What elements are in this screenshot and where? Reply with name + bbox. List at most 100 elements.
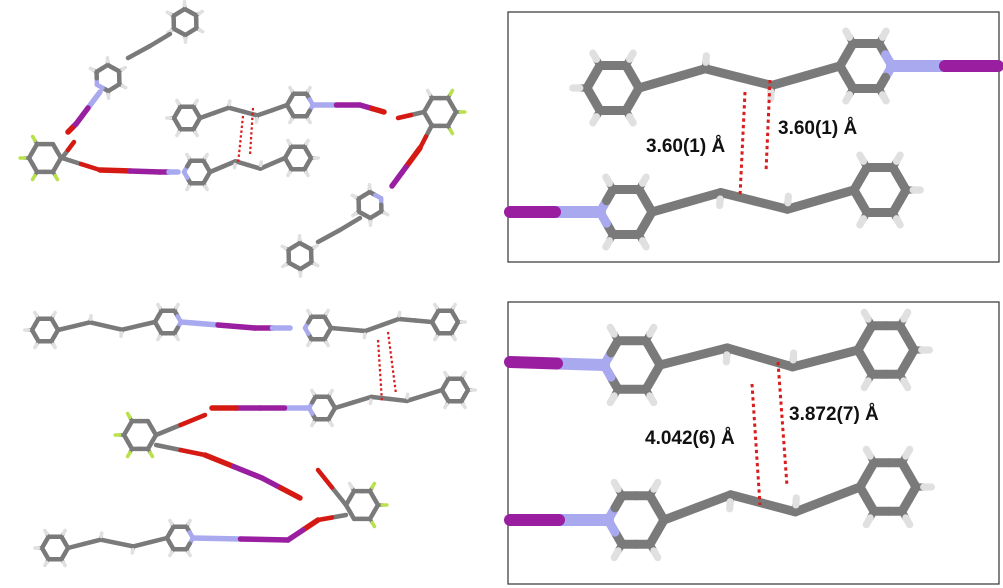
hydrogen-atom	[156, 334, 162, 342]
fluorine-atom	[370, 481, 377, 490]
iodine-bond	[389, 164, 409, 189]
hydrogen-atom	[168, 518, 174, 526]
iodine-bond	[300, 517, 321, 533]
fluorine-atom	[448, 127, 455, 136]
hydrogen-atom	[227, 99, 232, 107]
iodine-bond	[178, 319, 221, 328]
hydrogen-atom	[638, 237, 650, 251]
iodine-bond	[190, 535, 244, 542]
bottom-overview-panel	[23, 302, 477, 568]
vinyl-double-bond	[103, 323, 125, 332]
hydrogen-atom	[120, 65, 128, 72]
hydrogen-atom	[443, 402, 449, 410]
carboxylate	[315, 467, 335, 490]
hydrogen-atom	[33, 342, 39, 350]
vinyl-bond	[396, 316, 418, 323]
vinyl-bond	[667, 64, 710, 83]
hydrogen-atom	[646, 392, 658, 407]
iodine-bond	[97, 167, 133, 174]
contact-line-right	[248, 107, 255, 156]
vinyl-double-bond	[716, 188, 759, 206]
vinyl-bond	[65, 541, 87, 551]
carboxylate	[395, 112, 414, 121]
carboxylate	[329, 485, 349, 508]
hydrogen-atom	[312, 262, 320, 268]
hydrogen-atom	[165, 28, 173, 35]
hydrogen-atom	[878, 27, 890, 41]
hydrogen-atom	[856, 151, 868, 165]
hydrogen-atom	[784, 192, 792, 207]
vinyl-double-bond	[749, 196, 792, 214]
oxygen-atom	[65, 125, 75, 135]
hydrogen-atom	[382, 211, 390, 217]
vinyl-bond	[689, 343, 732, 361]
oxygen-atom	[278, 485, 303, 501]
vinyl-bond	[82, 537, 103, 547]
vinyl-bond	[220, 158, 238, 169]
vinyl-bond	[125, 49, 142, 61]
carboxylate	[178, 447, 208, 458]
hydrogen-atom	[185, 152, 191, 160]
vinyl-bond	[788, 353, 830, 372]
fluorine-atom	[30, 173, 37, 182]
distance-label-right-bottom: 3.872(7) Å	[789, 404, 879, 425]
vinyl-bond	[422, 387, 445, 398]
hydrogen-atom	[304, 170, 310, 178]
vinyl-double-bond	[733, 72, 777, 90]
hydrogen-atom	[842, 91, 854, 105]
iodine-bond	[551, 357, 610, 371]
vinyl-bond	[634, 73, 677, 93]
carboxylate	[178, 412, 208, 428]
hydrogen-atom	[892, 151, 904, 165]
contact-line-right	[764, 79, 772, 173]
hydrogen-atom	[862, 514, 874, 529]
hydrogen-atom	[589, 49, 601, 63]
vinyl-bond	[269, 102, 290, 113]
hydrogen-atom	[99, 531, 104, 539]
hydrogen-atom	[174, 302, 180, 310]
vinyl-bond	[413, 318, 435, 325]
hydrogen-atom	[625, 113, 637, 127]
contact-line-left	[738, 91, 747, 197]
vinyl-bond	[659, 502, 702, 525]
hydrogen-atom	[51, 342, 57, 350]
fluorine-atom	[448, 88, 455, 97]
top-inset-molecules	[504, 27, 1003, 251]
hydrogen-atom	[286, 170, 292, 178]
hydrogen-atom	[892, 215, 904, 229]
vinyl-bond	[681, 188, 726, 207]
oxygen-atom	[259, 475, 284, 491]
vinyl-double-bond	[379, 316, 401, 328]
distance-label-left-top: 3.60(1) Å	[646, 136, 725, 157]
hydrogen-atom	[347, 481, 354, 490]
hydrogen-atom	[328, 420, 334, 428]
vinyl-bond	[404, 393, 427, 404]
carboxylate	[153, 442, 183, 453]
hydrogen-atom	[878, 91, 890, 105]
contact-line-left	[376, 339, 384, 403]
hydrogen-atom	[324, 340, 330, 348]
iodine-bond	[285, 527, 306, 543]
vinyl-double-bond	[755, 352, 798, 372]
hydrogen-atom	[433, 334, 439, 342]
hydrogen-atom	[368, 398, 373, 406]
hydrogen-atom	[174, 334, 180, 342]
hydrogen-atom	[900, 308, 912, 323]
vinyl-bond	[207, 164, 225, 175]
hydrogen-atom	[203, 152, 209, 160]
vinyl-double-bond	[114, 540, 136, 549]
hydrogen-atom	[589, 113, 601, 127]
hydrogen-atom	[610, 478, 622, 493]
hydrogen-atom	[602, 237, 614, 251]
vinyl-bond	[345, 327, 368, 334]
iodine-bond	[504, 356, 563, 370]
hydrogen-atom	[310, 420, 316, 428]
hydrogen-atom	[306, 85, 312, 93]
hydrogen-atom	[168, 550, 174, 558]
hydrogen-atom	[650, 547, 662, 562]
contact-line-right	[776, 361, 789, 487]
hydrogen-atom	[288, 85, 294, 93]
hydrogen-atom	[650, 478, 662, 493]
bottom-inset-molecules	[504, 308, 936, 562]
hydrogen-atom	[350, 211, 358, 218]
